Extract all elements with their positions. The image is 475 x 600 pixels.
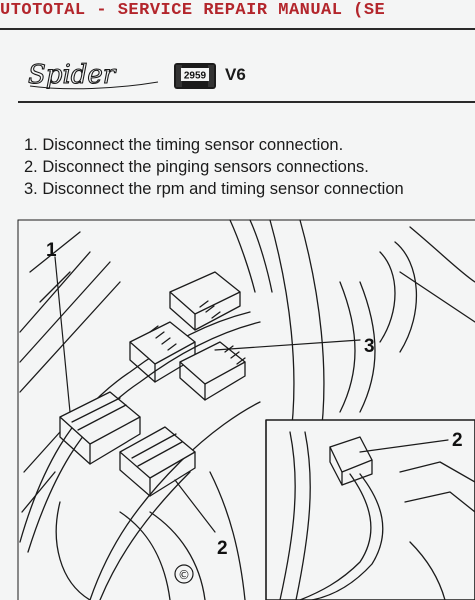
header-divider: [0, 28, 475, 30]
logo-text: Spider: [28, 60, 117, 90]
manual-header-title: UTOTOTAL - SERVICE REPAIR MANUAL (SE: [0, 1, 386, 20]
manual-header: UTOTOTAL - SERVICE REPAIR MANUAL (SE: [0, 0, 475, 24]
engine-illustration: © 1 3 2 2: [17, 219, 475, 600]
step-list: 1. Disconnect the timing sensor connecti…: [24, 134, 475, 200]
engine-icon: 2959: [174, 63, 216, 89]
model-row: Spider 2959 V6: [26, 58, 466, 94]
copyright-mark: ©: [178, 568, 190, 582]
callout-2: 2: [217, 538, 228, 559]
step-item-2: 2. Disconnect the pinging sensors connec…: [24, 158, 369, 176]
engine-code: 2959: [184, 71, 207, 82]
step-item-3: 3. Disconnect the rpm and timing sensor …: [24, 180, 404, 198]
callout-2-inset: 2: [452, 430, 463, 451]
callout-3: 3: [364, 336, 375, 357]
engine-diagram: © 1 3 2 2: [0, 212, 475, 600]
callout-1: 1: [46, 240, 57, 261]
spider-script-logo: Spider: [27, 59, 159, 91]
engine-badge: 2959: [173, 62, 217, 90]
engine-type: V6: [225, 65, 246, 84]
step-item-1: 1. Disconnect the timing sensor connecti…: [24, 136, 344, 154]
section-divider: [18, 101, 475, 103]
